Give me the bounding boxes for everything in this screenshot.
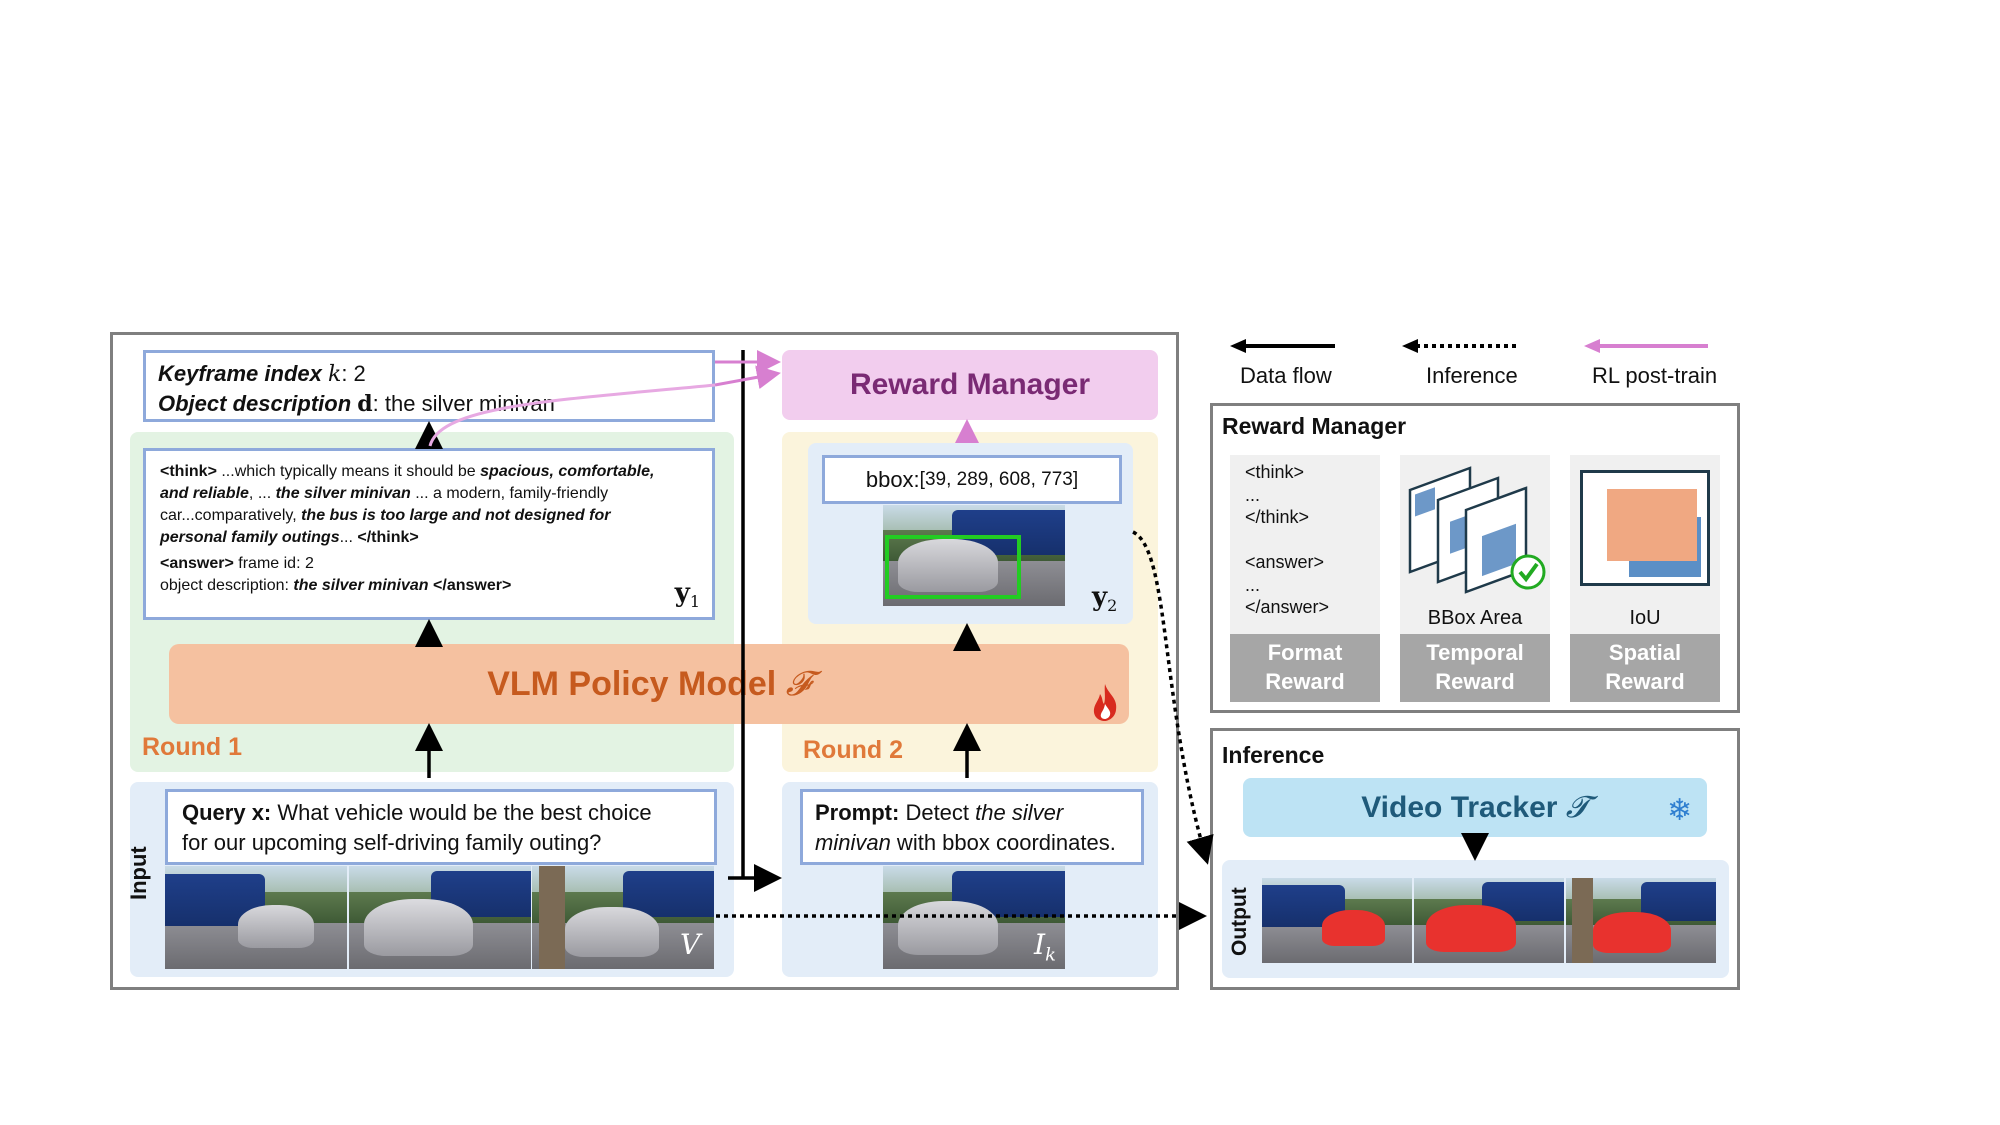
- video-symbol: V: [680, 928, 701, 961]
- round2-label: Round 2: [803, 736, 903, 764]
- iou-label: IoU: [1629, 607, 1661, 629]
- keyframe-symbol: Ik: [1034, 928, 1056, 966]
- bbox-output-box: bbox: [39, 289, 608, 773]: [822, 455, 1122, 504]
- legend-inference: Inference: [1426, 363, 1518, 388]
- output-frame-3: [1566, 878, 1716, 963]
- fire-icon: [1090, 682, 1120, 722]
- legend-data-flow: Data flow: [1240, 363, 1332, 388]
- input-frame-1: [165, 866, 347, 969]
- bbox-area-illustration: [1408, 466, 1546, 594]
- reward-manager-panel: [1210, 403, 1740, 713]
- inference-title: Inference: [1222, 742, 1325, 768]
- iou-illustration: [1580, 470, 1710, 586]
- legend-rl-post-train: RL post-train: [1592, 363, 1718, 388]
- format-reward-label: Format Reward: [1230, 634, 1380, 702]
- round1-label: Round 1: [142, 733, 242, 761]
- keyframe-bbox-image: [883, 505, 1065, 606]
- reward-manager-box: Reward Manager: [782, 350, 1158, 420]
- spatial-reward-label: Spatial Reward: [1570, 634, 1720, 702]
- output-frame-2: [1414, 878, 1564, 963]
- keyframe-image: [883, 866, 1065, 969]
- legend-arrows: [1230, 339, 1708, 353]
- y1-symbol: y1: [674, 577, 700, 611]
- query-box: Query x: What vehicle would be the best …: [165, 789, 717, 865]
- video-tracker-box: Video Tracker 𝓣: [1243, 778, 1707, 837]
- y2-symbol: y2: [1092, 582, 1118, 616]
- prompt-box: Prompt: Detect the silver minivan with b…: [800, 789, 1144, 865]
- reward-manager-title: Reward Manager: [1222, 413, 1407, 439]
- output-frame-1: [1262, 878, 1412, 963]
- keyframe-output-box: Keyframe index k: 2 Object description d…: [143, 350, 715, 422]
- bbox-rectangle: [885, 535, 1021, 599]
- snowflake-icon: ❄: [1667, 794, 1693, 827]
- bbox-area-label: BBox Area: [1427, 607, 1523, 629]
- y1-reasoning-box: <think> ...which typically means it shou…: [143, 448, 715, 620]
- keyframe-index-line: Keyframe index k: 2: [158, 361, 366, 387]
- vlm-policy-model-bar: VLM Policy Model 𝓕: [169, 644, 1129, 724]
- main-pipeline-frame: [110, 332, 1179, 990]
- input-frame-2: [349, 866, 531, 969]
- format-text: <think> ... </think> <answer> ... </answ…: [1245, 462, 1330, 617]
- temporal-reward-label: Temporal Reward: [1400, 634, 1550, 702]
- input-frame-3: [532, 866, 714, 969]
